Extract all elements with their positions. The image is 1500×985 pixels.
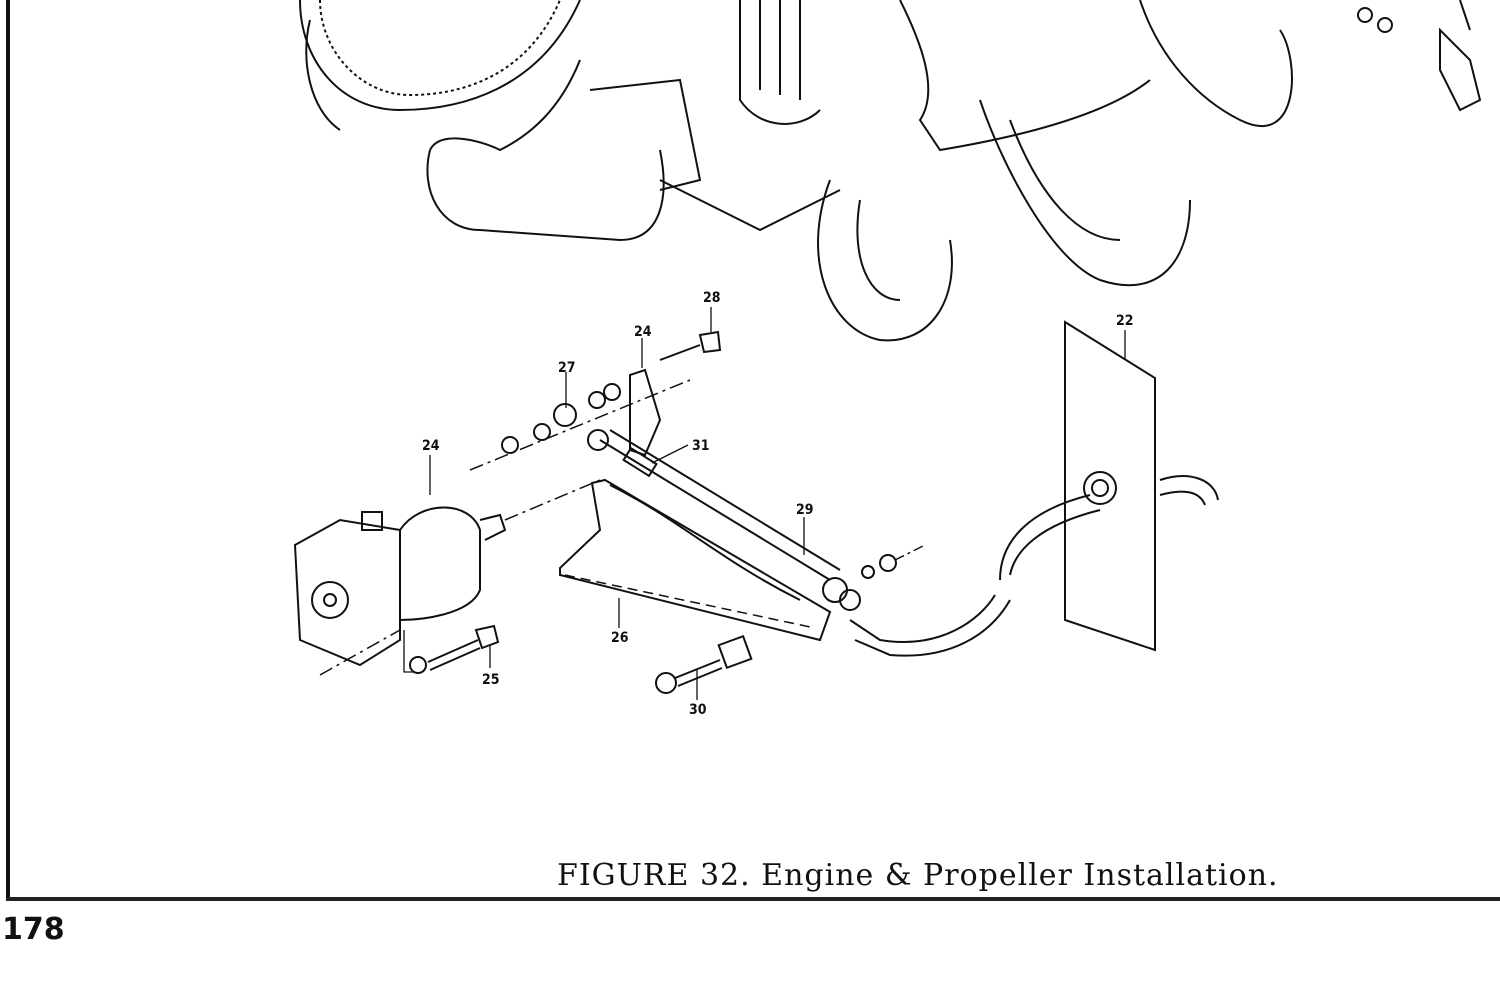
callout-22: 22 bbox=[1116, 313, 1134, 329]
engine-block bbox=[426, 0, 1151, 242]
page-frame-left-border bbox=[6, 0, 10, 900]
callout-27: 27 bbox=[558, 360, 576, 376]
callout-leaders bbox=[403, 307, 1126, 700]
throttle-cable bbox=[849, 475, 1219, 657]
linkage-hardware bbox=[469, 330, 722, 471]
throttle-rod-29 bbox=[599, 429, 926, 611]
page-frame-bottom-border bbox=[6, 897, 1500, 901]
figure-caption: FIGURE 32. Engine & Propeller Installati… bbox=[557, 858, 1279, 893]
bolt-30-spacer bbox=[655, 634, 753, 694]
bolt-25 bbox=[409, 624, 500, 674]
callout-25: 25 bbox=[482, 672, 500, 688]
callout-24-upper: 24 bbox=[634, 324, 652, 340]
flywheel-ring-gear bbox=[299, 0, 581, 152]
callout-29: 29 bbox=[796, 502, 814, 518]
page-number: 178 bbox=[2, 912, 65, 947]
callout-31: 31 bbox=[692, 438, 710, 454]
callout-24: 24 bbox=[422, 438, 440, 454]
callout-30: 30 bbox=[689, 702, 707, 718]
mount-bracket-26 bbox=[559, 478, 832, 642]
top-right-bracket-hardware bbox=[1357, 0, 1482, 112]
callout-28: 28 bbox=[703, 290, 721, 306]
callout-26: 26 bbox=[611, 630, 629, 646]
firewall-panel bbox=[1064, 320, 1156, 652]
exhaust-pipes bbox=[817, 0, 1293, 342]
starter-motor bbox=[293, 479, 601, 676]
